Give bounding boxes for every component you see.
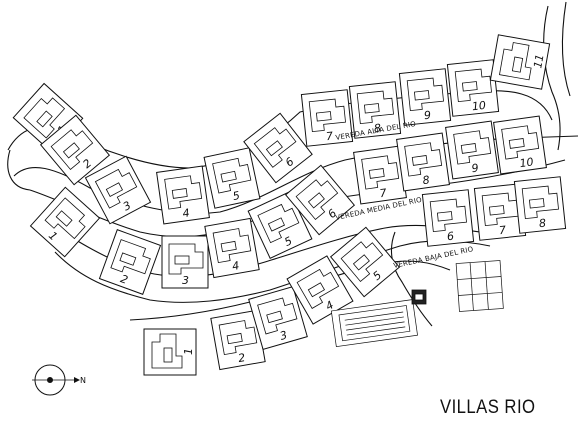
lot-alta-5: 5	[203, 147, 261, 209]
lot-media-9: 9	[445, 120, 499, 180]
house-core	[307, 282, 326, 298]
lot-media-8: 8	[396, 132, 450, 192]
lot-alta-3: 3	[84, 155, 152, 225]
house-core	[368, 168, 385, 179]
house-core	[220, 170, 237, 183]
house-core	[436, 211, 453, 222]
lot-number: 9	[423, 109, 431, 123]
lot-number: 4	[182, 206, 191, 220]
lot-number: 8	[422, 173, 431, 187]
house-core	[62, 142, 80, 159]
house-core	[36, 110, 53, 128]
lot-media-6: 6	[284, 164, 356, 236]
north-compass: N	[32, 364, 86, 396]
lot-baja-6: 6	[421, 189, 475, 247]
lot-media-3: 3	[161, 235, 209, 289]
lot-number: 5	[232, 189, 242, 203]
house-core	[488, 205, 505, 216]
house-core	[508, 138, 525, 149]
lot-alta-6: 6	[243, 112, 313, 184]
lot-baja-4: 4	[286, 255, 354, 325]
road-south-link	[390, 231, 433, 327]
road-east-loop	[543, 5, 561, 151]
lot-number: 3	[182, 274, 189, 287]
lot-alta-11: 11	[489, 34, 551, 90]
house-core	[413, 90, 430, 101]
house-core	[220, 240, 237, 253]
lot-number: 10	[471, 99, 486, 113]
house-core	[460, 143, 477, 154]
lot-alta-10: 10	[446, 59, 500, 117]
lot-number: 7	[325, 130, 333, 144]
lot-baja-1: 1	[143, 328, 197, 376]
lot-media-1: 1	[29, 186, 101, 258]
lot-number: 2	[237, 351, 246, 365]
house-core	[511, 56, 524, 73]
road-lower-outer	[54, 240, 491, 303]
lot-media-7: 7	[353, 145, 407, 205]
lot-number: 5	[282, 234, 294, 249]
lot-alta-7: 7	[300, 89, 354, 147]
lot-media-10: 10	[493, 115, 547, 175]
road-west-edge	[7, 149, 31, 191]
lot-baja-8: 8	[513, 176, 567, 234]
house-core	[174, 255, 190, 265]
lot-alta-9: 9	[398, 68, 452, 126]
house-core	[171, 188, 188, 199]
lot-number: 10	[519, 155, 535, 170]
lot-baja-5: 5	[329, 226, 401, 298]
lots-layer: 12345678910111234567891012345678	[12, 34, 567, 376]
lot-baja-3: 3	[248, 286, 308, 350]
lot-media-2: 2	[98, 229, 162, 295]
lot-number: 2	[119, 272, 130, 287]
house-core	[265, 140, 283, 157]
lot-number: 9	[471, 161, 480, 175]
lot-number: 4	[231, 259, 240, 273]
lot-alta-2: 2	[39, 114, 111, 186]
house-core	[307, 192, 325, 209]
court-grid	[455, 260, 504, 312]
north-label: N	[80, 376, 86, 385]
clubhouse-block	[411, 289, 427, 305]
swimming-pool	[330, 299, 418, 348]
lot-media-4: 4	[204, 217, 260, 279]
house-core	[411, 155, 428, 166]
house-core	[267, 217, 286, 232]
house-core	[461, 81, 478, 92]
lot-media-5: 5	[247, 191, 313, 259]
house-core	[119, 252, 137, 266]
plan-title: VILLAS RIO	[440, 397, 536, 418]
house-core	[528, 198, 545, 209]
road-east-loop-inner	[561, 1, 571, 97]
lot-alta-4: 4	[156, 165, 210, 225]
lot-number: 8	[538, 217, 546, 231]
house-core	[226, 332, 243, 345]
lot-number: 8	[373, 122, 381, 136]
house-core	[315, 111, 332, 122]
house-core	[105, 182, 124, 198]
lot-number: 1	[182, 348, 195, 355]
lot-baja-7: 7	[473, 183, 527, 241]
house-core	[266, 310, 283, 324]
lot-number: 6	[446, 230, 454, 244]
lot-number: 3	[278, 328, 288, 342]
house-core	[352, 254, 370, 271]
house-core	[363, 103, 380, 114]
lot-number: 11	[531, 53, 546, 69]
lot-number: 7	[379, 186, 388, 200]
house-core	[163, 347, 173, 363]
lot-baja-2: 2	[210, 309, 266, 371]
north-arrow-icon	[74, 377, 80, 383]
lot-number: 7	[498, 224, 506, 238]
lot-alta-8: 8	[348, 81, 402, 139]
house-core	[55, 210, 73, 227]
